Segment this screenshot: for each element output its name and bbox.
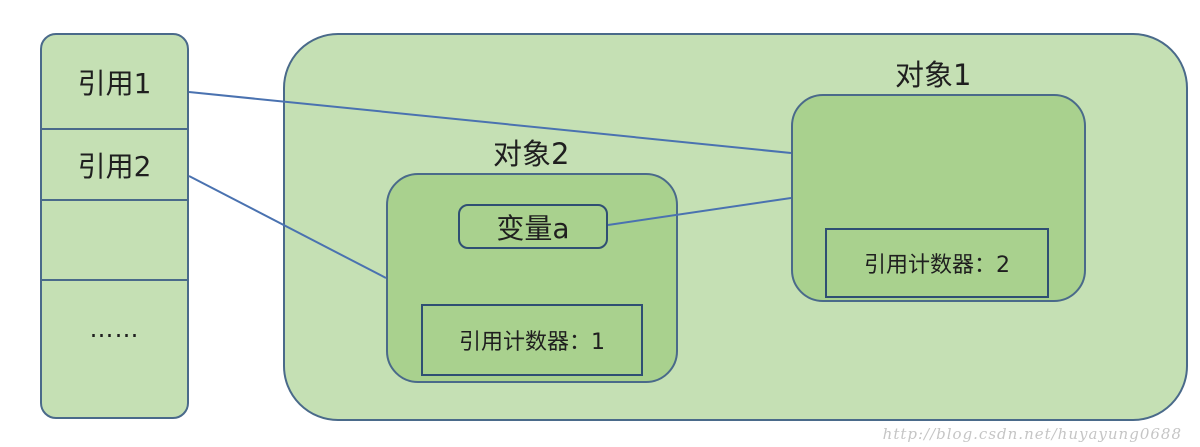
empty-cell	[42, 201, 187, 279]
stack-divider	[42, 279, 187, 281]
variable-a: 变量a	[458, 204, 608, 249]
ellipsis-cell: ……	[89, 315, 140, 343]
stack-divider	[42, 199, 187, 201]
object-2-title: 对象2	[493, 137, 570, 171]
reference-2-cell: 引用2	[77, 149, 152, 183]
reference-stack: 引用1 引用2 ……	[40, 33, 189, 419]
reference-1-cell: 引用1	[77, 66, 152, 100]
stack-divider	[42, 128, 187, 130]
object-2-reference-counter: 引用计数器：1	[421, 304, 643, 376]
object-1-title: 对象1	[895, 58, 972, 92]
watermark: http://blog.csdn.net/huyayung0688	[882, 425, 1182, 443]
object-1-reference-counter: 引用计数器：2	[825, 228, 1049, 298]
